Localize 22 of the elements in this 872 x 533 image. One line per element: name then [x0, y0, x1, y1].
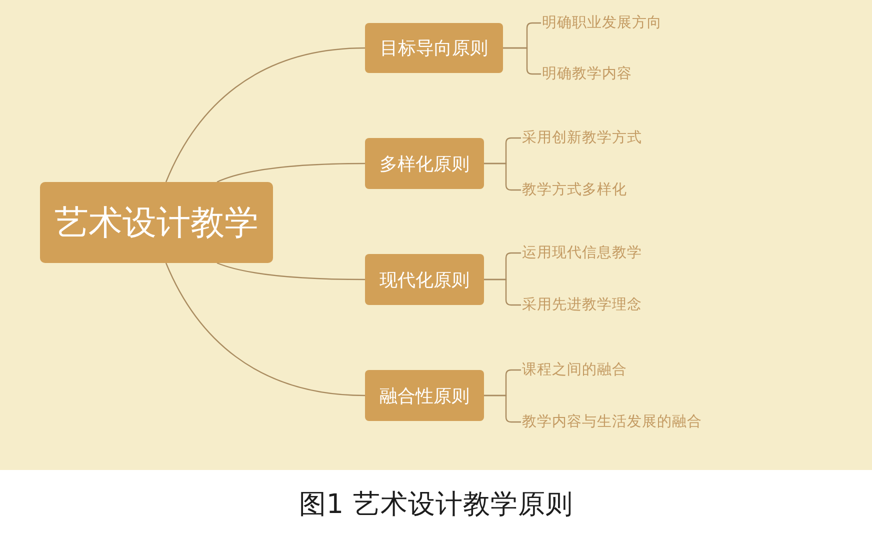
item-text: 教学方式多样化 [522, 180, 627, 200]
bracket-line [503, 47, 541, 75]
item-text: 明确职业发展方向 [542, 13, 662, 33]
bracket-line [484, 394, 521, 423]
figure-caption: 图1 艺术设计教学原则 [298, 488, 574, 522]
connector-line [165, 47, 366, 182]
branch-box: 多样化原则 [365, 138, 484, 189]
item-text: 教学内容与生活发展的融合 [522, 412, 702, 432]
bracket-line [484, 162, 521, 191]
item-text: 采用先进教学理念 [522, 295, 642, 315]
connector-line [165, 262, 366, 396]
bracket-line [484, 278, 521, 306]
item-text: 运用现代信息教学 [522, 243, 642, 263]
branch-box: 目标导向原则 [365, 23, 503, 73]
item-text: 明确教学内容 [542, 64, 632, 84]
topic-box: 艺术设计教学 [40, 182, 273, 263]
connector-line [216, 162, 365, 183]
branch-box: 现代化原则 [365, 254, 484, 305]
branch-box: 融合性原则 [365, 370, 484, 421]
connector-line [216, 262, 365, 280]
item-text: 课程之间的融合 [522, 360, 627, 380]
item-text: 采用创新教学方式 [522, 128, 642, 148]
